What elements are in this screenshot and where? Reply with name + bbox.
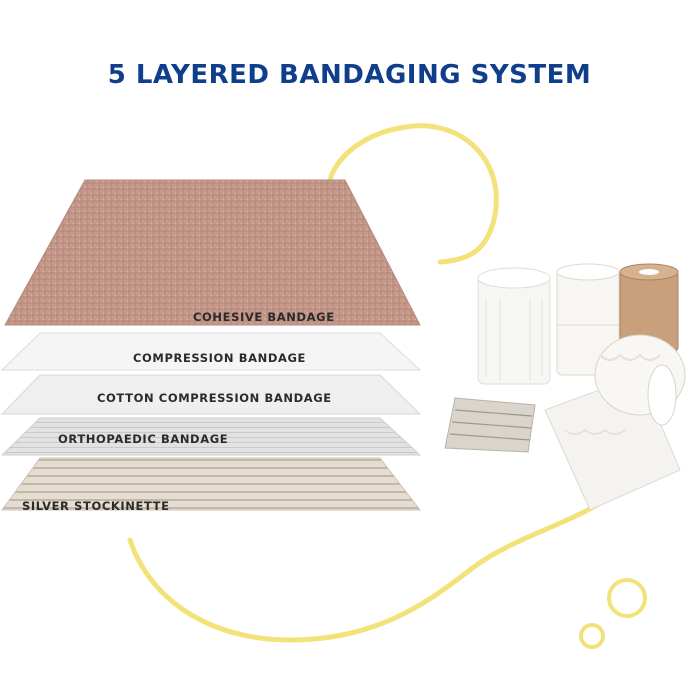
accent-circle-small [579,623,605,649]
label-silver-stockinette: SILVER STOCKINETTE [22,499,170,513]
layer-cohesive [4,179,421,326]
white-bandage-roll-icon [477,267,551,385]
folded-stockinette-icon [444,397,536,453]
label-compression-bandage: COMPRESSION BANDAGE [133,351,306,365]
layer-orthopaedic [0,417,422,456]
layer-compression [0,332,422,371]
products-group [444,263,686,511]
page-title: 5 LAYERED BANDAGING SYSTEM [107,60,592,90]
white-bandage-roll-icon [556,263,620,376]
tan-cohesive-roll-icon [619,263,679,353]
accent-curve [127,123,643,643]
label-cotton-compression-bandage: COTTON COMPRESSION BANDAGE [97,391,332,405]
accent-circle-large [607,578,647,618]
layer-silver-stockinette [1,457,422,511]
crepe-bandage-roll-icon [544,334,686,511]
label-orthopaedic-bandage: ORTHOPAEDIC BANDAGE [58,432,229,446]
layer-cotton-compression [0,374,422,415]
label-cohesive-bandage: COHESIVE BANDAGE [193,310,335,324]
